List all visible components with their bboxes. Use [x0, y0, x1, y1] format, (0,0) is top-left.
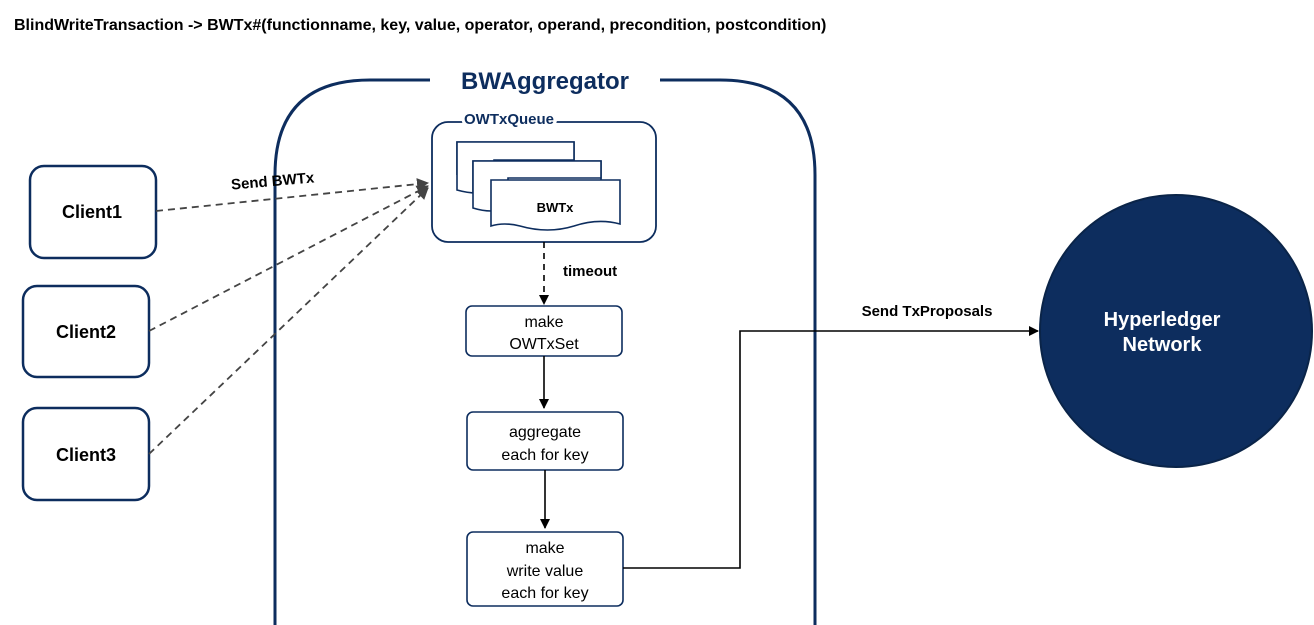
step1-line1: make [524, 314, 563, 331]
client1-send-arrow [155, 178, 429, 212]
step3-line1: make [525, 540, 564, 557]
queue-item-label: BWTx [537, 200, 575, 215]
aggregator-container [273, 78, 817, 625]
aggregator-title: BWAggregator [461, 68, 629, 95]
timeout-label: timeout [563, 263, 617, 280]
client2-box [21, 284, 151, 379]
client3-send-arrow [148, 187, 429, 455]
network-line2: Network [1123, 334, 1203, 356]
step1-line2: OWTxSet [509, 336, 579, 353]
client1-label: Client1 [62, 202, 122, 222]
client1-box [28, 164, 158, 260]
step2-line1: aggregate [509, 424, 581, 441]
header-formula: BlindWriteTransaction -> BWTx#(functionn… [14, 17, 826, 34]
step3-line2: write value [506, 563, 584, 580]
client3-label: Client3 [56, 445, 116, 465]
step3-line3: each for key [501, 585, 588, 602]
queue-doc-front [490, 179, 621, 231]
step-write-value [466, 531, 624, 607]
queue-stack [456, 141, 621, 231]
owtx-queue-label: OWTxQueue [464, 111, 554, 128]
send-bwtx-label: Send BWTx [230, 169, 315, 193]
step2-line2: each for key [501, 447, 588, 464]
send-proposals-label: Send TxProposals [862, 303, 993, 320]
hyperledger-network-node [1039, 194, 1313, 468]
network-line1: Hyperledger [1104, 309, 1221, 331]
client2-send-arrow [148, 185, 429, 332]
send-proposals-arrow [623, 326, 1039, 569]
client2-label: Client2 [56, 322, 116, 342]
